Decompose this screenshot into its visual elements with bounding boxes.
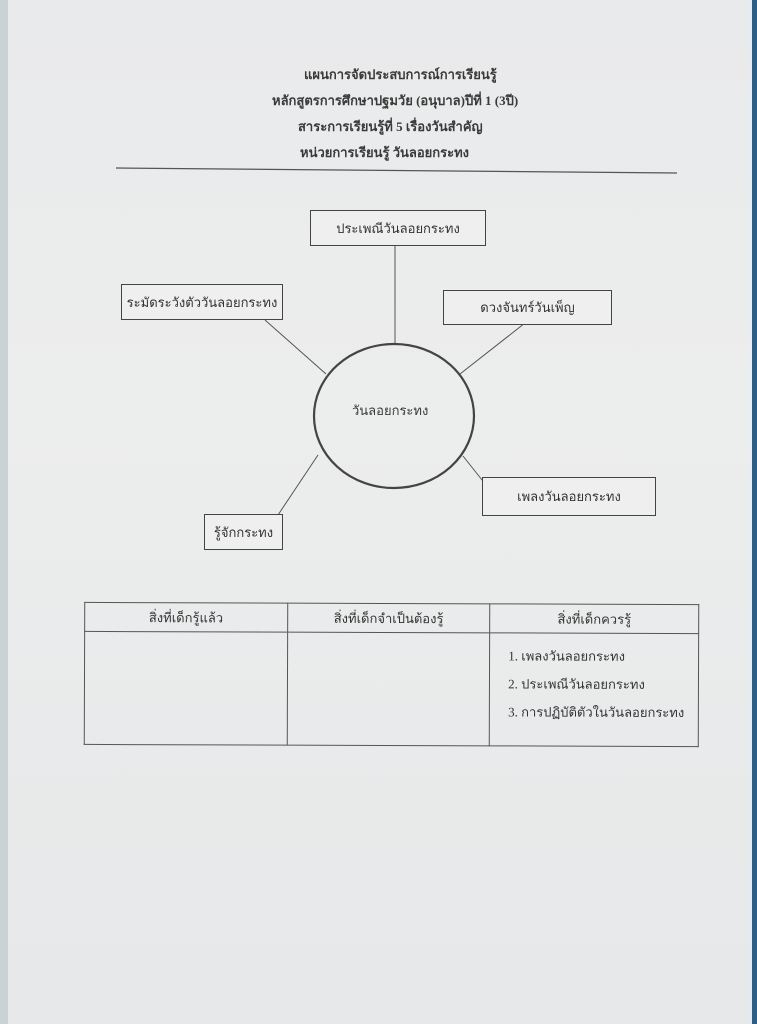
- connector-line: [264, 319, 327, 375]
- title-line-4: หน่วยการเรียนรู้ วันลอยกระทง: [300, 145, 470, 160]
- header-need-to-know: สิ่งที่เด็กจำเป็นต้องรู้: [287, 603, 490, 633]
- header-already-know: สิ่งที่เด็กรู้แล้ว: [84, 602, 288, 633]
- node-full-moon: ดวงจันทร์วันเพ็ญ: [443, 290, 612, 325]
- header-should-know: สิ่งที่เด็กควรรู้: [489, 603, 699, 634]
- connector-line: [459, 322, 526, 375]
- title-line-1: แผนการจัดประสบการณ์การเรียนรู้: [304, 67, 497, 82]
- page-edge: [0, 0, 8, 1024]
- center-label: วันลอยกระทง: [352, 403, 429, 418]
- node-safety: ระมัดระวังตัววันลอยกระทง: [121, 284, 283, 320]
- list-item: การปฏิบัติตัวในวันลอยกระทง: [521, 698, 697, 727]
- cell-already-know: [84, 631, 288, 746]
- list-item: ประเพณีวันลอยกระทง: [521, 670, 697, 699]
- header-divider: [115, 167, 678, 174]
- knowledge-table: สิ่งที่เด็กรู้แล้ว สิ่งที่เด็กจำเป็นต้อง…: [84, 602, 699, 747]
- center-circle: [312, 342, 476, 490]
- cell-need-to-know: [286, 632, 490, 746]
- connector-line: [275, 454, 319, 519]
- list-item: เพลงวันลอยกระทง: [521, 642, 697, 671]
- node-krathong: รู้จักกระทง: [204, 514, 283, 550]
- title-line-2: หลักสูตรการศึกษาปฐมวัย (อนุบาล)ปีที่ 1 (…: [272, 93, 519, 108]
- node-tradition: ประเพณีวันลอยกระทง: [310, 210, 486, 246]
- node-song: เพลงวันลอยกระทง: [482, 477, 656, 516]
- title-line-3: สาระการเรียนรู้ที่ 5 เรื่องวันสำคัญ: [298, 119, 483, 134]
- cell-should-know: เพลงวันลอยกระทง ประเพณีวันลอยกระทง การปฏ…: [489, 632, 699, 747]
